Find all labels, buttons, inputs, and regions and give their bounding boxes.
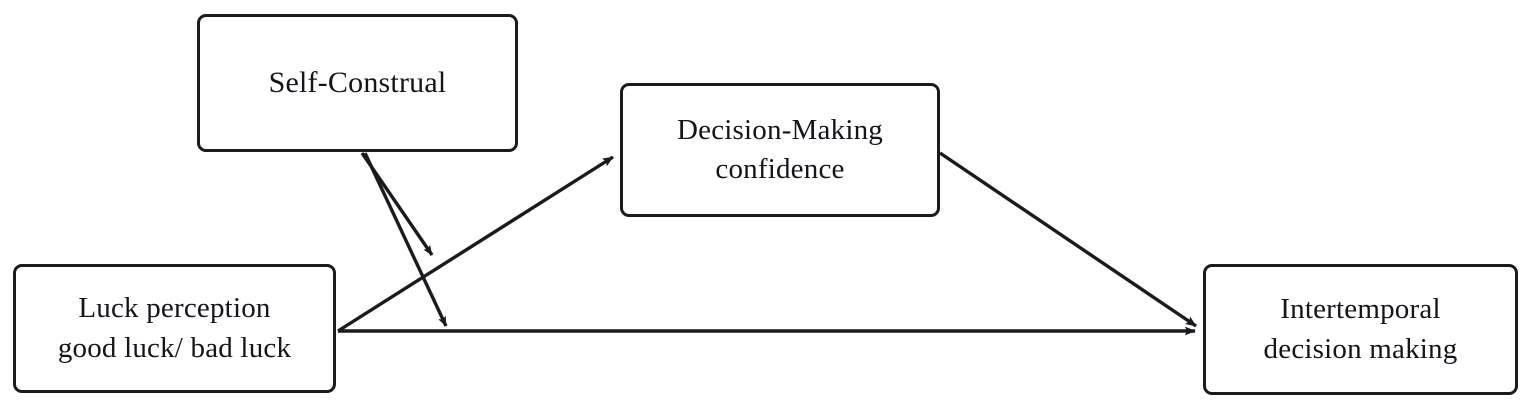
node-self-construal[interactable]: Self-Construal bbox=[197, 14, 518, 152]
node-decision-confidence-label: Decision-Making confidence bbox=[677, 113, 883, 185]
node-self-construal-label: Self-Construal bbox=[268, 65, 447, 99]
node-luck-perception-label: Luck perception good luck/ bad luck bbox=[57, 292, 292, 364]
edge-luck-to-confidence bbox=[337, 155, 614, 333]
node-luck-perception[interactable]: Luck perception good luck/ bad luck bbox=[13, 264, 336, 393]
node-intertemporal-label: Intertemporal decision making bbox=[1263, 293, 1458, 365]
node-decision-confidence[interactable]: Decision-Making confidence bbox=[620, 83, 940, 217]
node-intertemporal[interactable]: Intertemporal decision making bbox=[1203, 264, 1518, 395]
edge-self-construal-moderates-path-c bbox=[363, 152, 448, 327]
edge-confidence-to-intertemporal bbox=[939, 151, 1197, 328]
